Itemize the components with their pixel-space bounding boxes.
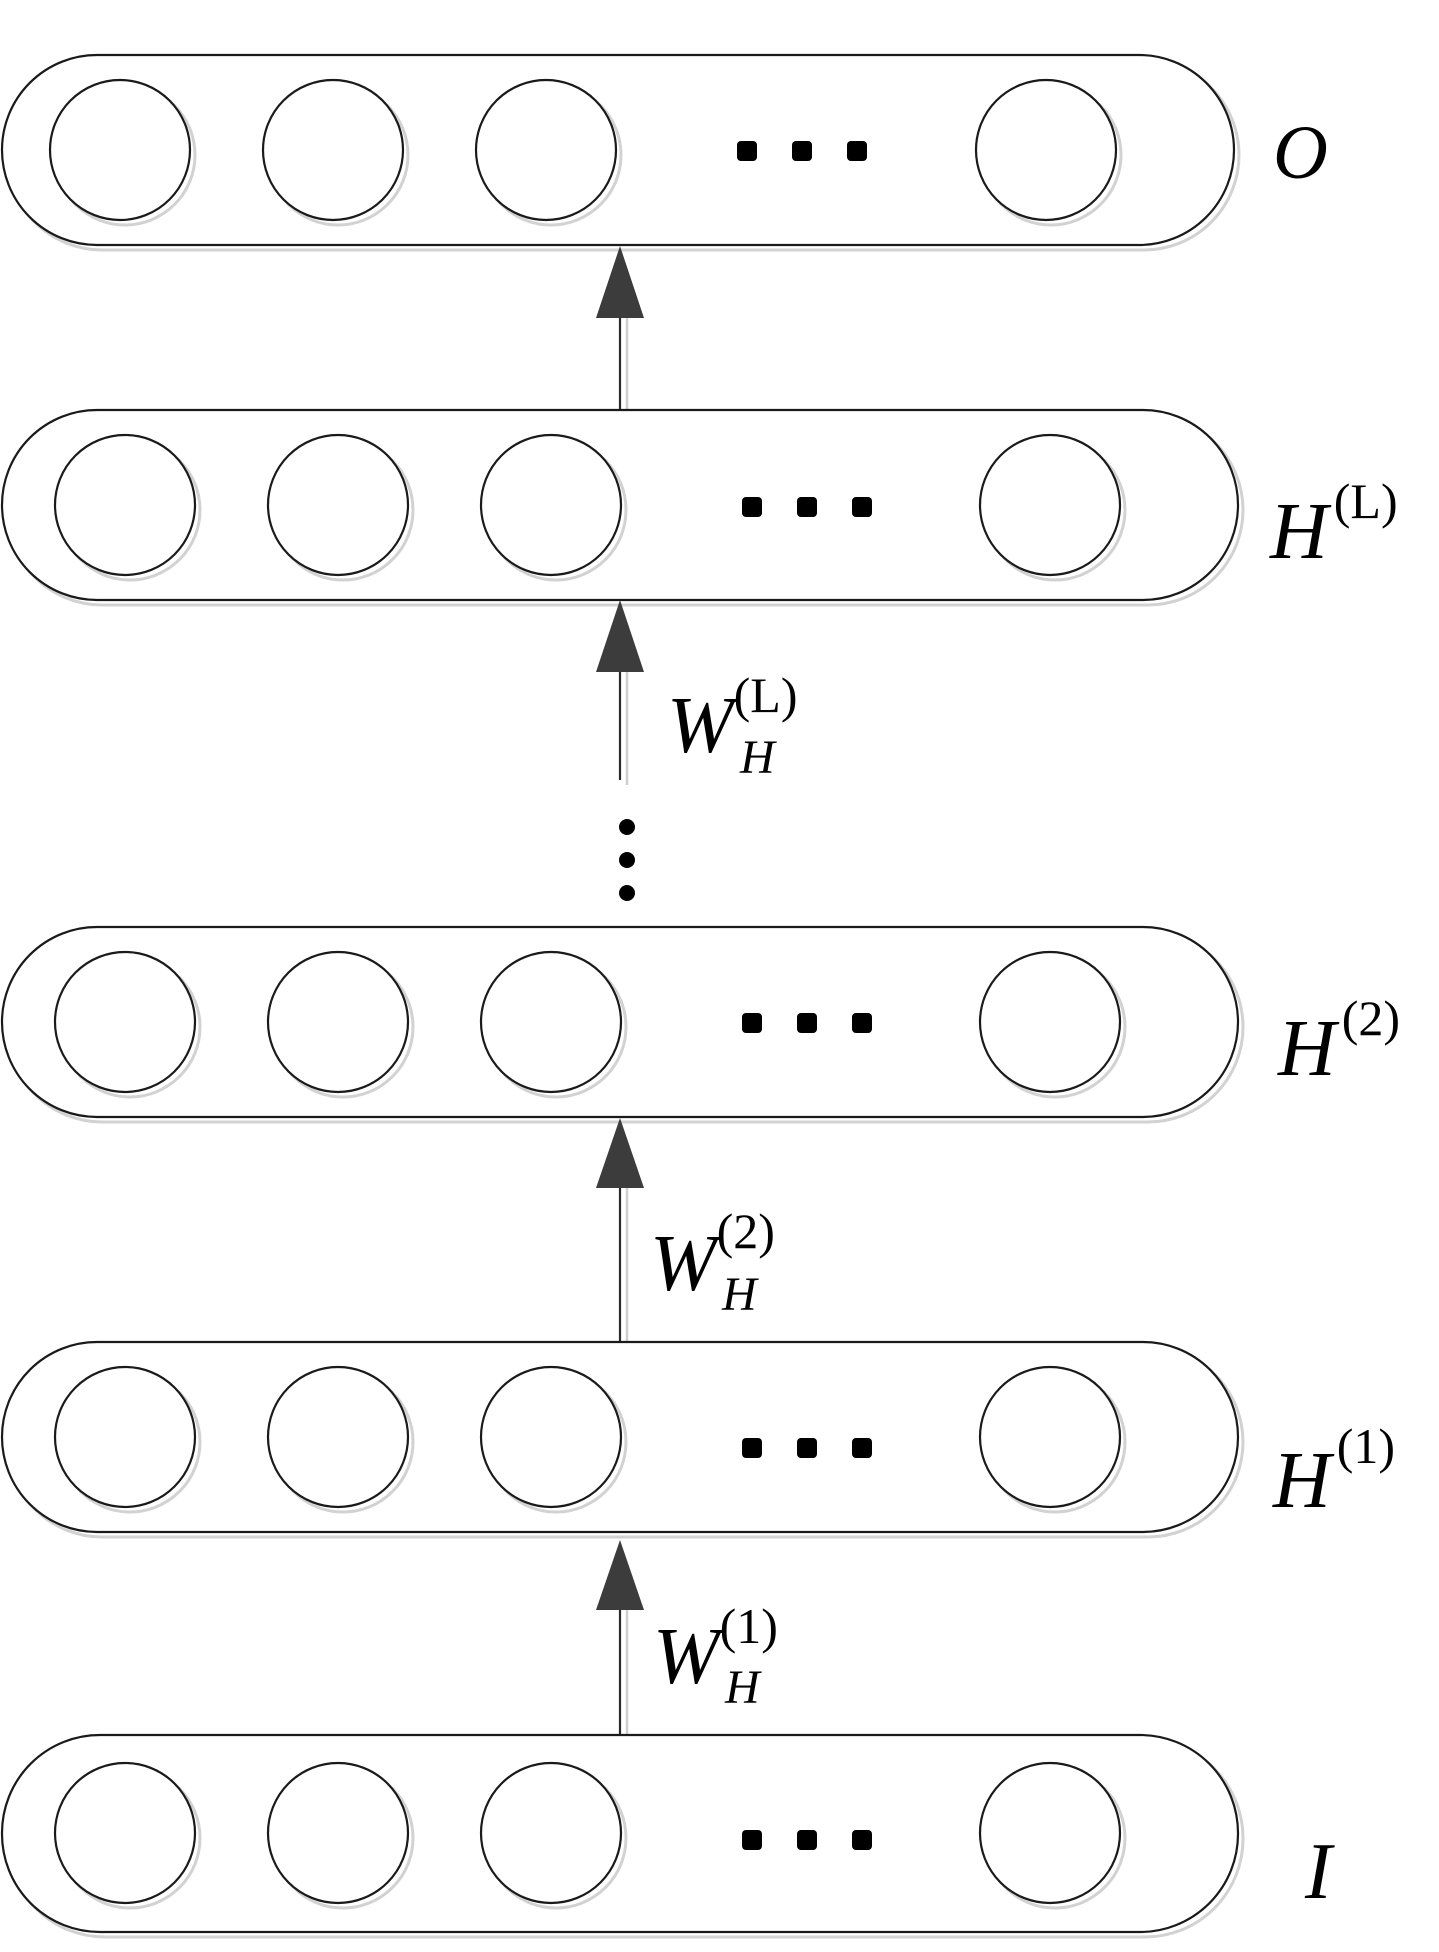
ellipsis-dots xyxy=(742,1438,872,1458)
neuron xyxy=(974,78,1123,227)
layer-output-label: O xyxy=(1273,111,1328,195)
ellipsis-dots xyxy=(742,497,872,517)
neuron xyxy=(266,1365,415,1514)
neuron xyxy=(53,433,202,582)
neuron xyxy=(479,1761,628,1910)
layer-hidden-2: H(2) xyxy=(0,925,1400,1124)
neuron xyxy=(479,950,628,1099)
arrow-input-to-hidden-1: W(1) H xyxy=(596,1540,778,1740)
ellipsis-dots xyxy=(737,141,867,161)
ellipsis-dots xyxy=(742,1830,872,1850)
neuron xyxy=(978,950,1127,1099)
layer-hidden-L: H(L) xyxy=(0,408,1398,607)
vertical-ellipsis xyxy=(619,819,635,901)
ellipsis-dots xyxy=(742,1013,872,1033)
layer-hidden-1-label: H(1) xyxy=(1272,1418,1395,1525)
layer-input: I xyxy=(0,1733,1335,1939)
weight-label-2: W(2) xyxy=(650,1203,775,1308)
weight-label-2-sub: H xyxy=(721,1268,759,1321)
arrow-to-hidden-L: W(L) H xyxy=(596,600,797,785)
weight-label-L: W(L) xyxy=(667,667,797,770)
neuron xyxy=(53,1761,202,1910)
weight-label-L-sub: H xyxy=(739,731,777,784)
neuron xyxy=(479,433,628,582)
neuron xyxy=(53,1365,202,1514)
neuron xyxy=(978,1761,1127,1910)
neuron xyxy=(474,78,623,227)
layer-output: O xyxy=(0,53,1328,252)
neuron xyxy=(48,78,197,227)
weight-label-1-sub: H xyxy=(724,1661,762,1714)
layer-hidden-2-label: H(2) xyxy=(1277,990,1400,1093)
neuron xyxy=(266,950,415,1099)
neuron xyxy=(261,78,410,227)
neuron xyxy=(266,433,415,582)
neuron xyxy=(479,1365,628,1514)
weight-label-1: W(1) xyxy=(653,1598,778,1701)
layer-hidden-1: H(1) xyxy=(0,1340,1395,1539)
neuron xyxy=(978,433,1127,582)
neuron xyxy=(978,1365,1127,1514)
arrow-hidden-1-to-hidden-2: W(2) H xyxy=(596,1118,775,1345)
layer-hidden-L-label: H(L) xyxy=(1269,473,1398,576)
arrow-hidden-L-to-output xyxy=(596,246,644,415)
neuron xyxy=(53,950,202,1099)
layer-input-label: I xyxy=(1304,1828,1335,1916)
neuron xyxy=(266,1761,415,1910)
